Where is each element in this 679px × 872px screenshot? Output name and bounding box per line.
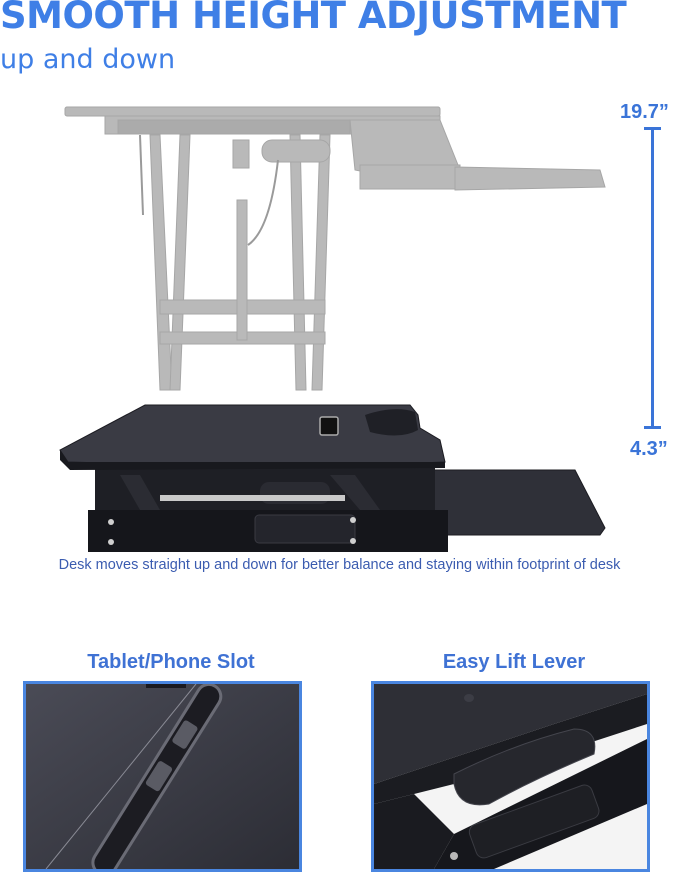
- tablet-slot-photo: [23, 681, 302, 872]
- caption: Desk moves straight up and down for bett…: [58, 557, 621, 573]
- lift-lever-photo: [371, 681, 650, 872]
- raised-desk-ghost: [64, 106, 606, 391]
- lowered-desk: [59, 404, 606, 552]
- desk-illustration: [59, 106, 606, 552]
- feature-title-lift-lever: Easy Lift Lever: [442, 651, 586, 673]
- page-title: SMOOTH HEIGHT ADJUSTMENT: [0, 0, 627, 37]
- dimension-bottom-cap: [644, 426, 661, 429]
- page-subtitle: up and down: [0, 44, 176, 75]
- feature-title-tablet-slot: Tablet/Phone Slot: [87, 651, 255, 673]
- dimension-line: [651, 127, 654, 427]
- min-height-label: 4.3”: [630, 438, 668, 460]
- max-height-label: 19.7”: [620, 101, 669, 123]
